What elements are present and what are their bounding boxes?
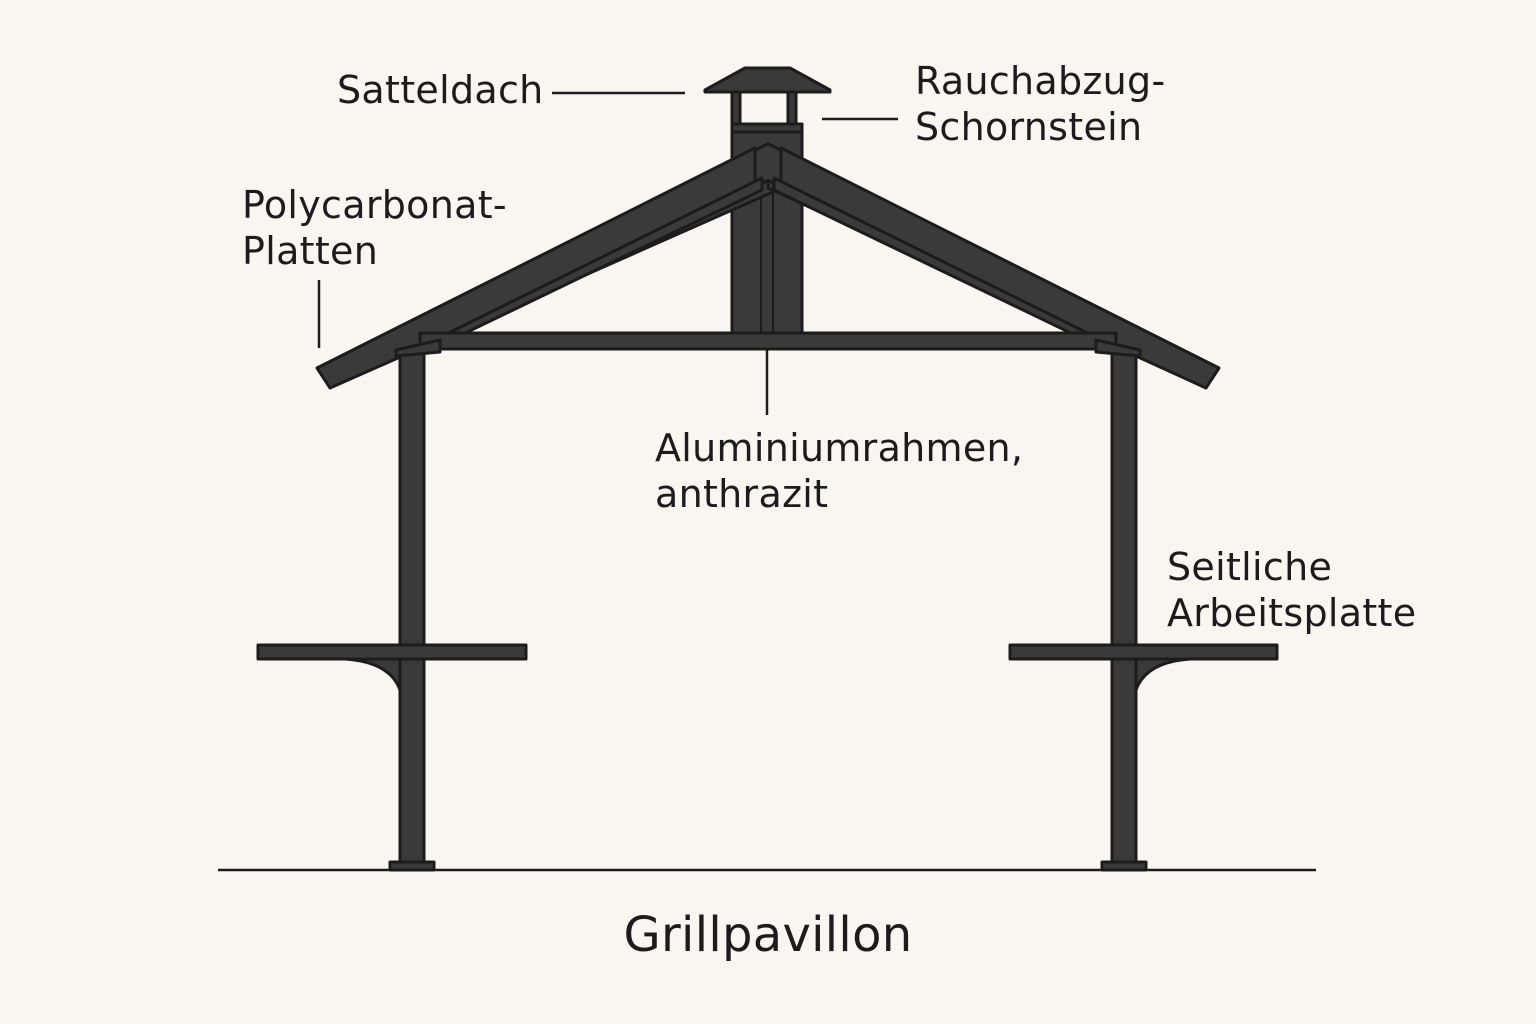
chimney-vent-base (730, 122, 804, 134)
counter-bracket-right (1134, 657, 1192, 692)
label-satteldach: Satteldach (337, 67, 544, 113)
label-counter-line-1: Seitliche (1167, 545, 1333, 589)
counter-left (256, 643, 528, 661)
counter-right (1008, 643, 1279, 661)
roof-panel-right (766, 146, 1221, 390)
chimney-vent-post (730, 90, 742, 128)
cross-beam (418, 331, 1118, 351)
post-right (1110, 348, 1138, 868)
label-chimney-line-2: Schornstein (915, 105, 1143, 149)
label-panels: Polycarbonat- Platten (242, 182, 507, 274)
label-frame-line-2: anthrazit (655, 472, 829, 516)
label-chimney-line-1: Rauchabzug- (915, 59, 1166, 103)
label-counter-line-2: Arbeitsplatte (1167, 591, 1417, 635)
diagram-title: Grillpavillon (623, 907, 913, 963)
chimney-vent-post (786, 90, 798, 128)
chimney-hood (703, 66, 832, 94)
label-frame-line-1: Aluminiumrahmen, (655, 426, 1024, 470)
post-cap-left (394, 338, 442, 358)
chimney-vent-opening (742, 94, 786, 122)
counter-bracket-left (343, 657, 402, 692)
post-cap-right (1094, 338, 1142, 358)
label-satteldach-text: Satteldach (337, 68, 544, 112)
label-panels-line-2: Platten (242, 229, 379, 273)
label-panels-line-1: Polycarbonat- (242, 183, 507, 227)
label-frame: Aluminiumrahmen, anthrazit (655, 425, 1023, 517)
label-chimney: Rauchabzug- Schornstein (915, 58, 1166, 150)
label-counter: Seitliche Arbeitsplatte (1167, 544, 1416, 636)
post-left (398, 348, 426, 868)
rafter-right (772, 176, 1128, 354)
